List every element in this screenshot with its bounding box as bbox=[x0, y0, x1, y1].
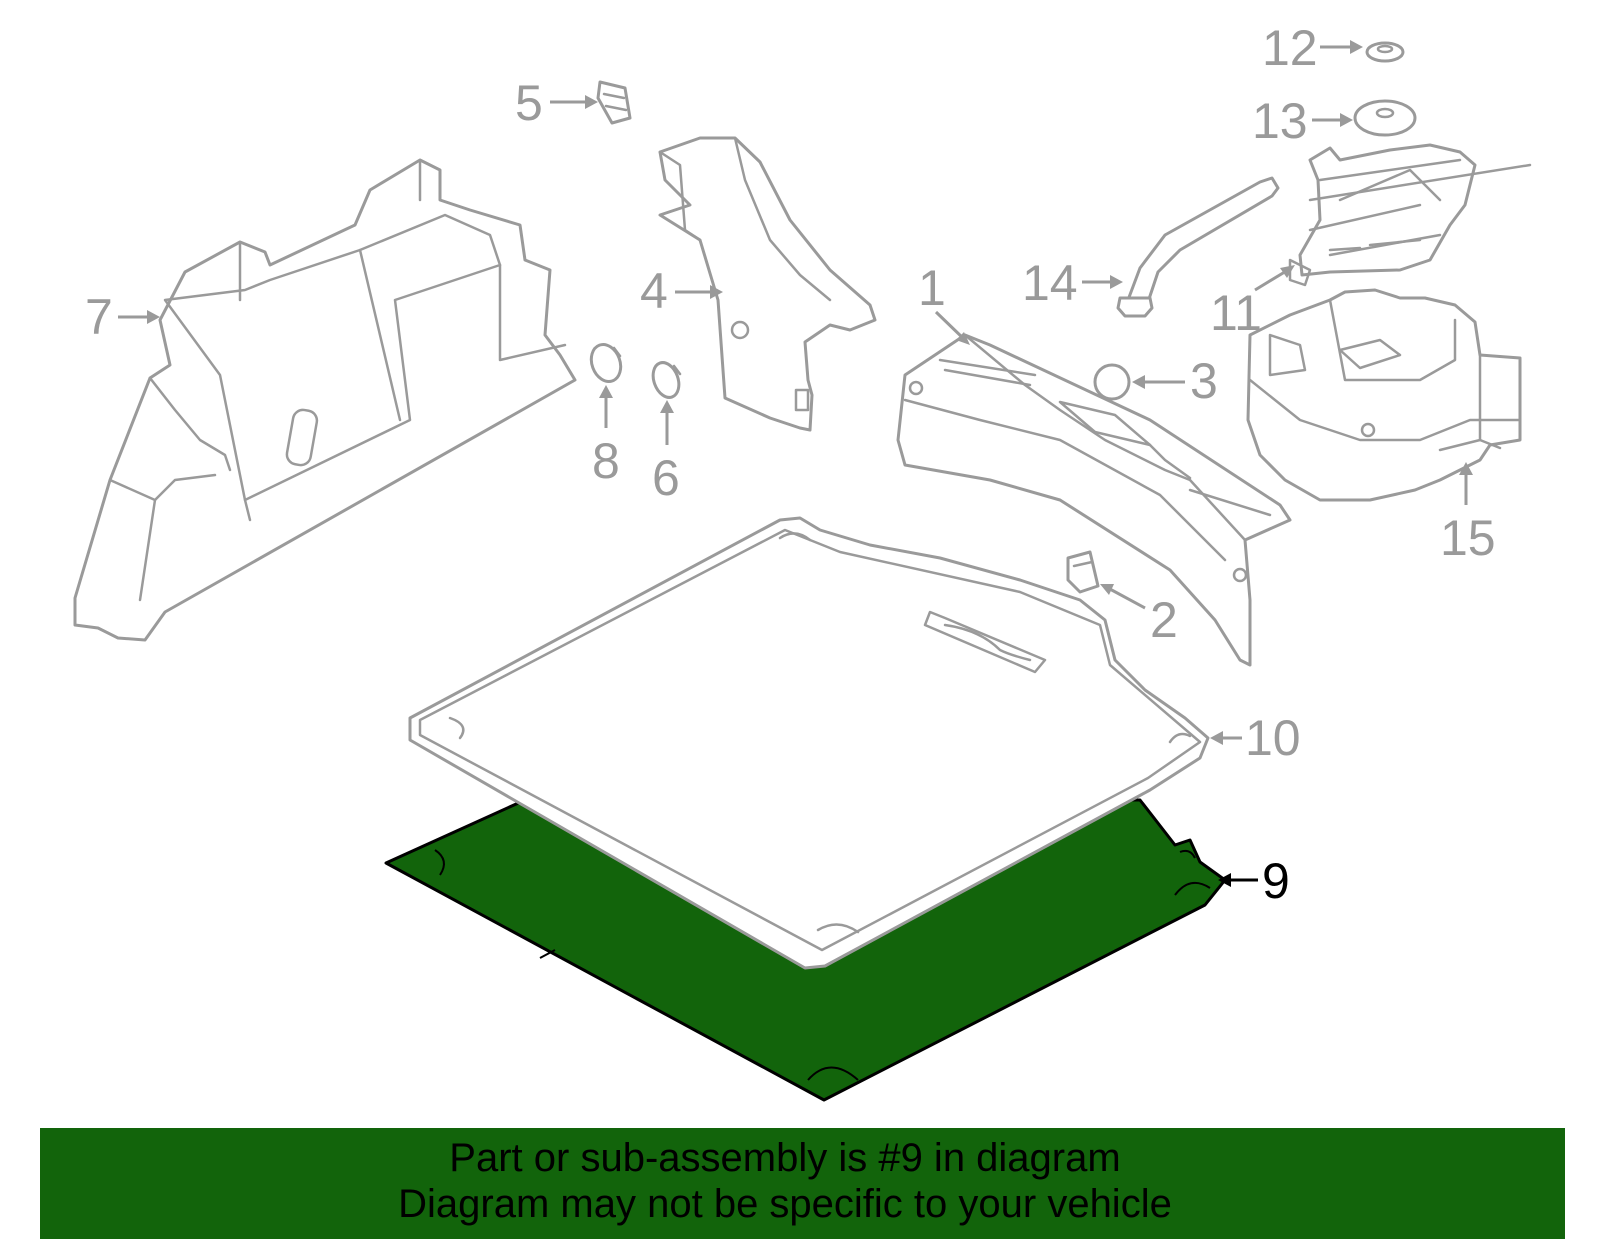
banner-line-disclaimer: Diagram may not be specific to your vehi… bbox=[398, 1182, 1172, 1226]
callout-label-4: 4 bbox=[640, 263, 668, 319]
callout-label-1: 1 bbox=[918, 260, 946, 316]
callouts: 1 2 3 4 5 6 bbox=[85, 20, 1496, 909]
part-3-plug[interactable] bbox=[1093, 363, 1131, 401]
callout-arrow-5 bbox=[550, 95, 598, 109]
callout-label-7: 7 bbox=[85, 289, 113, 345]
callout-arrow-3 bbox=[1132, 375, 1185, 389]
callout-label-13: 13 bbox=[1252, 93, 1308, 149]
callout-label-9: 9 bbox=[1262, 853, 1290, 909]
part-12-cap[interactable] bbox=[1365, 41, 1405, 63]
callout-arrow-2 bbox=[1100, 584, 1146, 610]
part-5-clip[interactable] bbox=[596, 80, 632, 125]
part-10-cargo-floor[interactable] bbox=[408, 516, 1210, 970]
part-7-left-quarter-trim[interactable] bbox=[73, 158, 577, 642]
callout-arrow-6 bbox=[660, 400, 674, 445]
callout-label-15: 15 bbox=[1440, 510, 1496, 566]
callout-arrow-15 bbox=[1459, 462, 1473, 505]
callout-arrow-10 bbox=[1210, 731, 1242, 745]
callout-label-14: 14 bbox=[1022, 255, 1078, 311]
part-1-sill-plate[interactable] bbox=[896, 333, 1292, 667]
callout-label-11: 11 bbox=[1210, 285, 1262, 341]
part-4-pillar-trim[interactable] bbox=[658, 136, 877, 432]
callout-label-5: 5 bbox=[515, 75, 543, 131]
part-info-banner: Part or sub-assembly is #9 in diagram Di… bbox=[40, 1128, 1565, 1239]
callout-label-3: 3 bbox=[1190, 353, 1218, 409]
banner-line-part-number: Part or sub-assembly is #9 in diagram bbox=[449, 1136, 1121, 1180]
callout-label-2: 2 bbox=[1150, 592, 1178, 648]
callout-label-10: 10 bbox=[1245, 710, 1301, 766]
part-11-scissor-jack[interactable] bbox=[1288, 143, 1532, 287]
callout-label-12: 12 bbox=[1262, 20, 1318, 76]
callout-arrow-8 bbox=[599, 385, 613, 428]
callout-arrow-11 bbox=[1254, 265, 1295, 292]
part-14-jack-handle[interactable] bbox=[1116, 176, 1280, 318]
callout-arrow-13 bbox=[1312, 113, 1353, 127]
part-6-grommet[interactable] bbox=[649, 359, 684, 401]
callout-arrow-4 bbox=[675, 285, 723, 299]
callout-arrow-14 bbox=[1082, 275, 1123, 289]
callout-arrow-7 bbox=[118, 310, 160, 324]
callout-arrow-9 bbox=[1218, 873, 1258, 887]
part-13-cap[interactable] bbox=[1353, 99, 1417, 137]
callout-arrow-1 bbox=[934, 310, 970, 345]
part-2-clip[interactable] bbox=[1066, 550, 1100, 594]
callout-label-8: 8 bbox=[592, 433, 620, 489]
part-8-grommet[interactable] bbox=[586, 340, 625, 385]
callout-arrow-12 bbox=[1320, 40, 1363, 54]
callout-label-6: 6 bbox=[652, 450, 680, 506]
part-15-storage-tray[interactable] bbox=[1246, 288, 1522, 502]
